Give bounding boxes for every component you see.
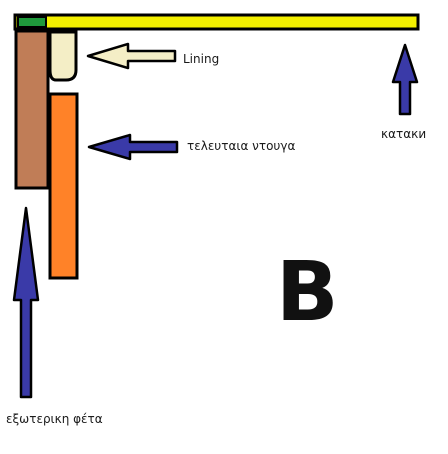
- top-track: [13, 13, 420, 31]
- ntouga-arrow-icon: [87, 133, 179, 161]
- outer-slice-arrow-icon: [12, 206, 40, 399]
- last-ntouga-label: τελευταια ντουγα: [187, 139, 296, 153]
- lining-label: Lining: [183, 52, 220, 66]
- outer-slice-label: εξωτερικη φέτα: [6, 412, 103, 426]
- last-ntouga-panel: [48, 92, 79, 280]
- lining-arrow-icon: [86, 42, 177, 70]
- outer-slice-panel: [14, 29, 50, 190]
- lining-piece: [48, 30, 78, 82]
- kataki-label: καταки: [381, 127, 427, 141]
- kataki-arrow-icon: [391, 43, 419, 116]
- corner-mark: [17, 16, 47, 28]
- view-letter: B: [276, 245, 339, 340]
